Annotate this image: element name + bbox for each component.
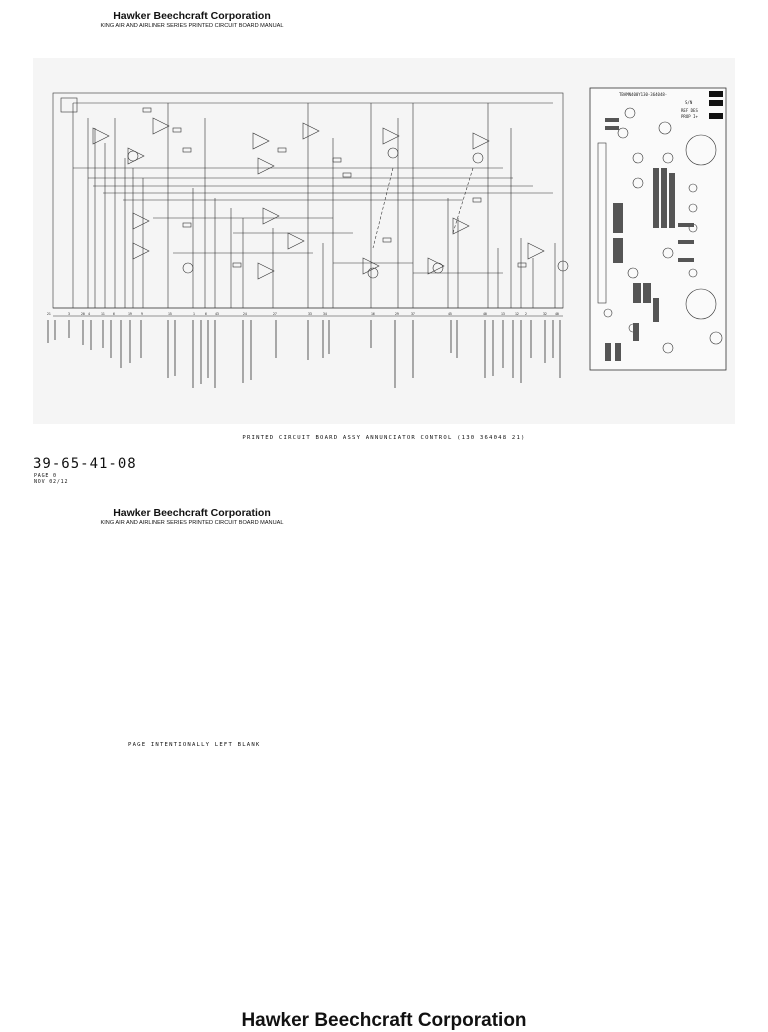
svg-text:13: 13 (501, 312, 505, 316)
svg-text:12: 12 (515, 312, 519, 316)
svg-text:21: 21 (47, 312, 51, 316)
page1-header-subtitle: KING AIR AND AIRLINER SERIES PRINTED CIR… (100, 23, 284, 29)
svg-text:43: 43 (215, 312, 219, 316)
circuit-traces (52, 92, 569, 317)
svg-text:29: 29 (395, 312, 399, 316)
page2-header-title: Hawker Beechcraft Corporation (113, 507, 271, 519)
page-info: Page 0 Nov 02/12 (34, 473, 68, 485)
svg-text:9: 9 (141, 312, 143, 316)
board-layout: TBAMN400Y130-364048- S/N REF DES PROP I+ (589, 87, 727, 371)
board-refdes-label: REF DES (681, 108, 698, 113)
svg-text:40: 40 (555, 312, 559, 316)
board-prop-label: PROP I+ (681, 114, 698, 119)
svg-text:27: 27 (273, 312, 277, 316)
svg-text:16: 16 (371, 312, 375, 316)
svg-text:6: 6 (205, 312, 207, 316)
svg-text:32: 32 (543, 312, 547, 316)
svg-text:40: 40 (483, 312, 487, 316)
svg-text:6: 6 (113, 312, 115, 316)
page2-header-subtitle: KING AIR AND AIRLINER SERIES PRINTED CIR… (100, 520, 284, 526)
board-sn-label: S/N (685, 100, 693, 105)
svg-text:11: 11 (101, 312, 105, 316)
blank-page-notice: PAGE INTENTIONALLY LEFT BLANK (128, 742, 261, 748)
document-number: 39-65-41-08 (33, 456, 137, 472)
svg-text:2: 2 (525, 312, 527, 316)
svg-text:33: 33 (308, 312, 312, 316)
figure-caption: PRINTED CIRCUIT BOARD ASSY ANNUNCIATOR C… (242, 435, 526, 441)
board-serial-label: TBAMN400Y130-364048- (619, 92, 667, 97)
page3-header-title: Hawker Beechcraft Corporation (241, 1010, 527, 1031)
connector-label-strokes (47, 320, 561, 388)
svg-text:4: 4 (88, 312, 90, 316)
svg-text:20: 20 (81, 312, 85, 316)
svg-text:15: 15 (168, 312, 172, 316)
svg-text:34: 34 (323, 312, 327, 316)
svg-text:19: 19 (128, 312, 132, 316)
svg-text:1: 1 (193, 312, 195, 316)
svg-text:3: 3 (68, 312, 70, 316)
svg-text:24: 24 (243, 312, 247, 316)
page-date: Nov 02/12 (34, 479, 69, 485)
svg-text:45: 45 (448, 312, 452, 316)
page1-header-title: Hawker Beechcraft Corporation (113, 10, 271, 22)
page-label: Page 0 (34, 473, 57, 479)
svg-text:37: 37 (411, 312, 415, 316)
